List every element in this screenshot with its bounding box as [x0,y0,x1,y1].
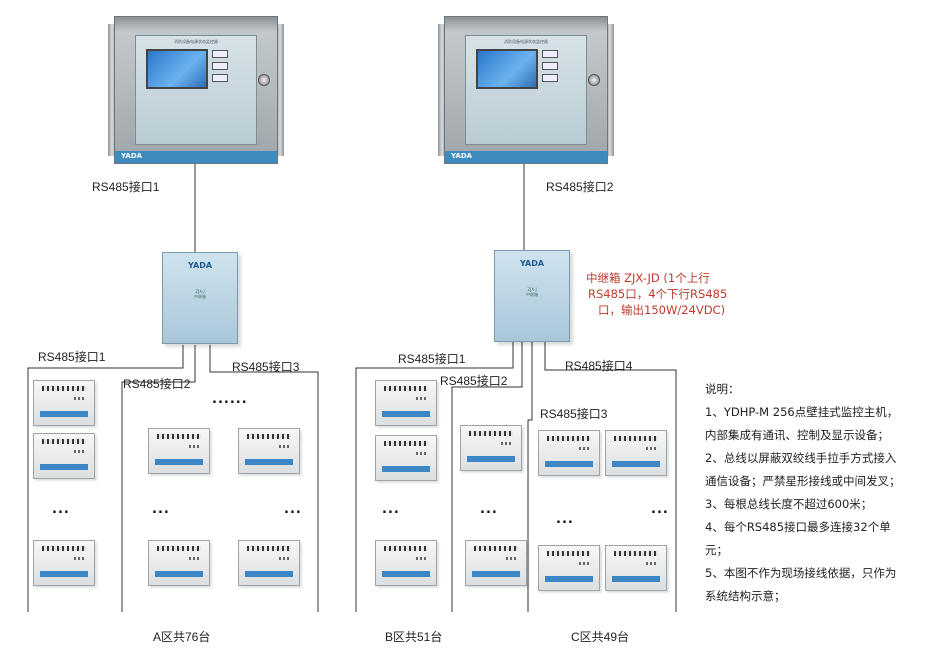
terminal-module [375,380,437,426]
right-bus-3 [527,342,533,612]
left-port3-label: RS485接口3 [232,360,300,374]
zone-c-label: C区共49台 [571,630,630,644]
notes-line: 5、本图不作为现场接线依据，只作为 [705,566,897,580]
terminal-module [538,430,600,476]
zone-b-label: B区共51台 [385,630,443,644]
terminal-module [465,540,527,586]
notes-line: 4、每个RS485接口最多连接32个单 [705,520,891,534]
terminal-module [238,428,300,474]
left-port2-label: RS485接口2 [123,377,191,391]
lcd-screen [146,49,208,89]
ellipsis: ... [480,502,498,517]
ellipsis: ... [52,502,70,517]
notes-line: 3、每根总线长度不超过600米； [705,497,873,511]
terminal-module [460,425,522,471]
ellipsis: ...... [212,392,248,407]
left-port1-label: RS485接口1 [38,350,106,364]
left-bus-2 [121,345,196,612]
ellipsis: ... [556,512,574,527]
terminal-module [148,540,210,586]
left-bus-1 [27,345,184,612]
lcd-screen [476,49,538,89]
key-switch-icon [258,74,270,86]
ellipsis: ... [152,502,170,517]
relay-model: ZJX-J [527,287,537,292]
notes-line: 内部集成有通讯、控制及显示设备； [705,428,889,442]
brand-logo: YADA [187,261,213,270]
host2-port-label: RS485接口2 [546,180,614,194]
right-port2-label: RS485接口2 [440,374,508,388]
right-port3-label: RS485接口3 [540,407,608,421]
terminal-module [605,430,667,476]
ellipsis: ... [382,502,400,517]
terminal-module [33,380,95,426]
key-switch-icon [588,74,600,86]
right-bus-2 [451,342,523,612]
terminal-module [605,545,667,591]
brand-logo: YADA [519,259,545,268]
right-bus-4 [544,342,677,612]
notes-line: 1、YDHP-M 256点壁挂式监控主机， [705,405,899,419]
relay-model: ZJX-J [195,289,205,294]
terminal-module [148,428,210,474]
left-bus-3 [209,345,319,612]
notes-title: 说明： [705,382,740,396]
host-title: 消防设备电源状态监控器 [174,39,218,44]
brand-logo: YADA [451,152,473,160]
notes-line: 通信设备；严禁星形接线或中间发叉； [705,474,901,488]
notes-line: 系统结构示意； [705,589,786,603]
zone-a-label: A区共76台 [153,630,211,644]
terminal-module [375,435,437,481]
host1-port-label: RS485接口1 [92,180,160,194]
right-bus-1 [355,342,514,612]
relay-sub: 中继箱 [526,292,538,297]
relay-spec-note: 中继箱 ZJX-JD (1个上行 RS485口，4个下行RS485 口，输出15… [586,271,728,317]
host-title: 消防设备电源状态监控器 [504,39,548,44]
brand-logo: YADA [121,152,143,160]
notes-line: 元； [705,543,728,557]
notes-line: 2、总线以屏蔽双绞线手拉手方式接入 [705,451,897,465]
right-port1-label: RS485接口1 [398,352,466,366]
right-port4-label: RS485接口4 [565,359,633,373]
terminal-module [33,540,95,586]
notes-panel: 说明： 1、YDHP-M 256点壁挂式监控主机， 内部集成有通讯、控制及显示设… [705,378,927,608]
terminal-module [375,540,437,586]
ellipsis: ... [651,502,669,517]
terminal-module [238,540,300,586]
monitor-host-2: 消防设备电源状态监控器 YADA [438,16,614,164]
ellipsis: ... [284,502,302,517]
monitor-host-1: 消防设备电源状态监控器 YADA [108,16,284,164]
terminal-module [538,545,600,591]
terminal-module [33,433,95,479]
relay-sub: 中继箱 [194,294,206,299]
